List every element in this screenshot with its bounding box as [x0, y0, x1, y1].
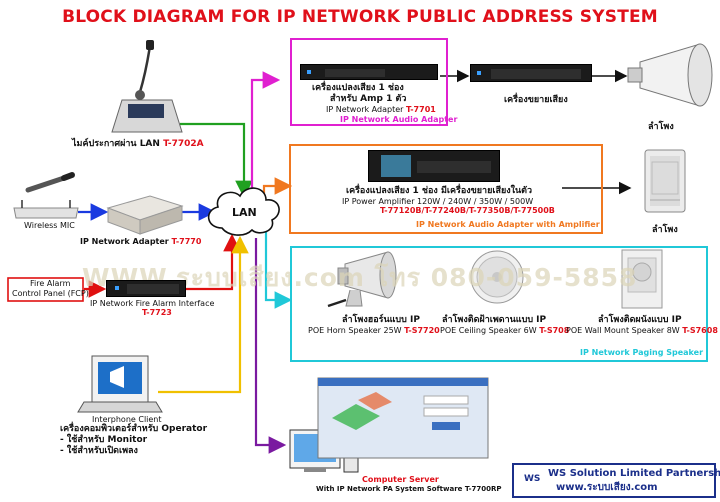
lan-label: LAN [232, 206, 257, 219]
wall-thai: ลำโพงติดผนังแบบ IP [598, 315, 682, 325]
horn-desc-text: POE Horn Speaker 25W [308, 326, 405, 335]
wall-model: T-S7608 [682, 326, 718, 335]
fire-interface-model: T-7723 [142, 308, 172, 317]
company-badge [512, 463, 716, 498]
mic-label-text: ไมค์ประกาศผ่าน LAN [72, 139, 164, 149]
wire-interface-to-lan [186, 233, 241, 291]
amplifier-label: เครื่องขยายเสียง [504, 95, 568, 105]
amp-adapter-line1: เครื่องแปลงเสียง 1 ช่อง มีเครื่องขยายเสี… [346, 186, 533, 196]
page-title: BLOCK DIAGRAM FOR IP NETWORK PUBLIC ADDR… [62, 7, 658, 27]
power-amplifier-device [368, 150, 500, 182]
audio-adapter-device [300, 64, 438, 80]
audio-adapter-line3: IP Network Adapter T-7701 [326, 105, 436, 115]
box-speaker-label: ลำโพง [652, 225, 678, 235]
horn-thai: ลำโพงฮอร์นแบบ IP [342, 315, 420, 325]
client-line1: เครื่องคอมพิวเตอร์สำหรับ Operator [60, 424, 208, 434]
server-line2: With IP Network PA System Software T-770… [316, 485, 502, 493]
wire-client-to-lan [158, 235, 249, 394]
amp-adapter-box-title: IP Network Audio Adapter with Amplifier [416, 220, 600, 229]
ws-logo-text: WS [524, 474, 541, 484]
wire-lan-to-server [254, 238, 287, 454]
client-label: Interphone Client [92, 415, 162, 424]
wall-desc: POE Wall Mount Speaker 8W T-S7608 [566, 326, 718, 336]
client-line2: - ใช้สำหรับ Monitor [60, 435, 148, 445]
audio-adapter-line1: เครื่องแปลงเสียง 1 ช่อง [312, 83, 404, 93]
company-web: www.ระบบเสียง.com [556, 482, 658, 493]
adapter-7770-model: T-7770 [171, 237, 202, 246]
client-computer-image [77, 355, 163, 413]
amplifier-device [470, 64, 592, 82]
audio-adapter-model: T-7701 [405, 105, 436, 114]
audio-adapter-box-title: IP Network Audio Adapter [340, 115, 458, 124]
amp-adapter-models: T-77120B/T-77240B/T-77350B/T-77500B [380, 206, 555, 215]
audio-adapter-line3-text: IP Network Adapter [326, 105, 406, 114]
paging-box [290, 246, 708, 362]
poe-wall-image [621, 249, 663, 309]
paging-box-title: IP Network Paging Speaker [580, 348, 704, 357]
ceiling-model: T-S708 [539, 326, 570, 335]
paging-microphone-image [111, 40, 183, 133]
wire-lan-to-paging [264, 232, 293, 309]
fcp-box [7, 277, 84, 302]
fcp-line1: Fire Alarm [30, 279, 71, 288]
ip-adapter-7770-image [106, 195, 184, 235]
horn-speaker-image [627, 43, 713, 107]
wireless-label: Wireless MIC [24, 221, 75, 230]
mic-label: ไมค์ประกาศผ่าน LAN T-7702A [72, 139, 204, 150]
wire-lan-to-audio-adapter [250, 71, 281, 198]
wireless-mic-image [13, 172, 79, 219]
wire-mic-to-lan [180, 122, 253, 199]
company-name: WS Solution Limited Partnership [548, 468, 720, 479]
adapter-7770-text: IP Network Adapter [80, 237, 172, 246]
poe-ceiling-image [470, 250, 524, 304]
client-line3: - ใช้สำหรับเปิดเพลง [60, 446, 138, 456]
horn-desc: POE Horn Speaker 25W T-S7720 [308, 326, 440, 336]
mic-model: T-7702A [163, 139, 204, 149]
poe-horn-image [327, 251, 397, 308]
box-speaker-image [644, 149, 686, 213]
horn-speaker-label: ลำโพง [648, 122, 674, 132]
server-computer-image [289, 377, 489, 473]
ceiling-desc: POE Ceiling Speaker 6W T-S708 [440, 326, 570, 336]
adapter-7770-label: IP Network Adapter T-7770 [80, 237, 202, 247]
amp-adapter-line2: IP Power Amplifier 120W / 240W / 350W / … [342, 197, 534, 206]
ceiling-desc-text: POE Ceiling Speaker 6W [440, 326, 540, 335]
horn-model: T-S7720 [404, 326, 440, 335]
ceiling-thai: ลำโพงติดฝ้าเพดานแบบ IP [442, 315, 547, 325]
fire-interface-device [106, 280, 186, 297]
audio-adapter-line2: สำหรับ Amp 1 ตัว [330, 94, 407, 104]
amp-adapter-box [289, 144, 603, 234]
fcp-line2: Control Panel (FCP) [12, 289, 89, 298]
server-line1: Computer Server [362, 475, 439, 484]
wall-desc-text: POE Wall Mount Speaker 8W [566, 326, 683, 335]
lan-cloud [207, 187, 280, 236]
fire-interface-label: IP Network Fire Alarm Interface [90, 299, 215, 308]
audio-adapter-box [290, 38, 448, 126]
